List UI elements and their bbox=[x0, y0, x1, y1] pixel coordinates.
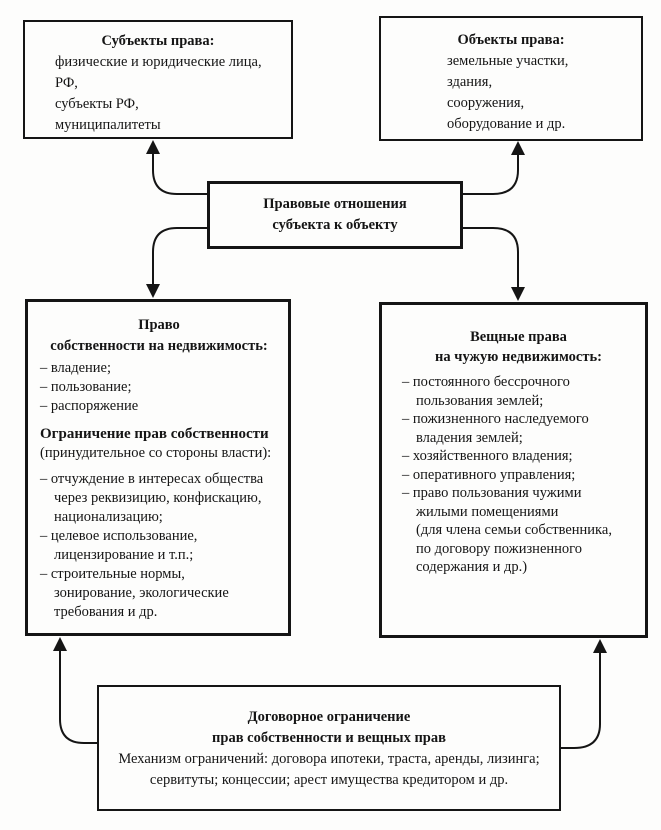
list-item: – отчуждение в интересах общества через … bbox=[40, 471, 264, 525]
list-item: – пожизненного наследуемого владения зем… bbox=[402, 411, 589, 446]
ownership-limits-list: – отчуждение в интересах общества через … bbox=[40, 470, 278, 622]
list-item: – строительные нормы, зонирование, эколо… bbox=[40, 566, 229, 620]
list-item: – хозяйственного владения; bbox=[402, 448, 573, 464]
subjects-box-body: физические и юридические лица, РФ, субъе… bbox=[55, 54, 262, 133]
ownership-limits-subtitle: Ограничение прав собственности bbox=[40, 426, 269, 442]
subjects-box-title: Субъекты права: bbox=[101, 33, 215, 49]
relation-box-title: Правовые отношения субъекта к объекту bbox=[263, 196, 407, 233]
subjects-box: Субъекты права: физические и юридические… bbox=[23, 20, 293, 139]
arrow-relation-to-subjects bbox=[146, 140, 207, 195]
real-rights-box: Вещные права на чужую недвижимость: – по… bbox=[379, 302, 648, 638]
arrow-contract-to-ownership bbox=[53, 637, 98, 744]
contract-box: Договорное ограничение прав собственност… bbox=[97, 685, 561, 811]
ownership-rights-list: – владение; – пользование; – распоряжени… bbox=[40, 359, 278, 416]
ownership-limits-note: (принудительное со стороны власти): bbox=[40, 445, 272, 461]
list-item: – распоряжение bbox=[40, 398, 139, 414]
arrow-relation-to-ownership bbox=[146, 227, 207, 298]
contract-box-body: Механизм ограничений: договора ипотеки, … bbox=[118, 751, 540, 788]
list-item: – целевое использование, лицензирование … bbox=[40, 528, 198, 563]
arrow-relation-to-objects bbox=[463, 141, 525, 195]
relation-box: Правовые отношения субъекта к объекту bbox=[207, 181, 463, 249]
arrow-relation-to-real-rights bbox=[463, 227, 525, 301]
list-item: – постоянного бессрочного пользования зе… bbox=[402, 374, 570, 409]
objects-box-title: Объекты права: bbox=[457, 32, 565, 48]
list-item: – владение; bbox=[40, 360, 111, 376]
list-item: – пользование; bbox=[40, 379, 132, 395]
objects-box: Объекты права: земельные участки, здания… bbox=[379, 16, 643, 141]
real-rights-list: – постоянного бессрочного пользования зе… bbox=[402, 373, 635, 577]
ownership-box: Право собственности на недвижимость: – в… bbox=[25, 299, 291, 636]
objects-box-body: земельные участки, здания, сооружения, о… bbox=[447, 53, 569, 132]
real-rights-box-title: Вещные права на чужую недвижимость: bbox=[435, 329, 602, 365]
list-item: – право пользования чужими жилыми помеще… bbox=[402, 485, 612, 575]
ownership-box-title: Право собственности на недвижимость: bbox=[50, 317, 268, 354]
contract-box-title: Договорное ограничение прав собственност… bbox=[212, 709, 446, 746]
arrow-contract-to-real-rights bbox=[560, 639, 607, 749]
list-item: – оперативного управления; bbox=[402, 466, 576, 483]
